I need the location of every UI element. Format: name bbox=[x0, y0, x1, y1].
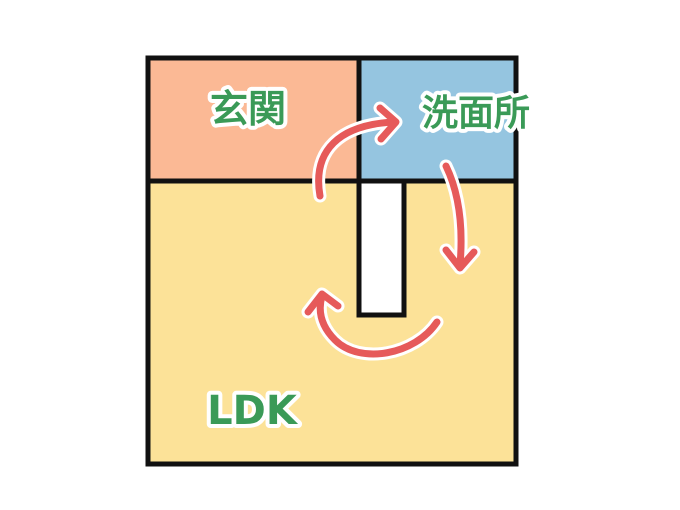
label-senmenjo: 洗面所 bbox=[422, 93, 530, 134]
arrow-senmenjo-to-ldk bbox=[439, 159, 481, 275]
label-genkan: 玄関 bbox=[210, 87, 286, 131]
label-ldk: LDK bbox=[207, 388, 299, 434]
outer-wall bbox=[145, 55, 519, 467]
arrow-ldk-to-senmenjo bbox=[312, 101, 403, 203]
pillar-wall bbox=[356, 178, 407, 318]
arrow-around-pillar bbox=[301, 287, 444, 361]
